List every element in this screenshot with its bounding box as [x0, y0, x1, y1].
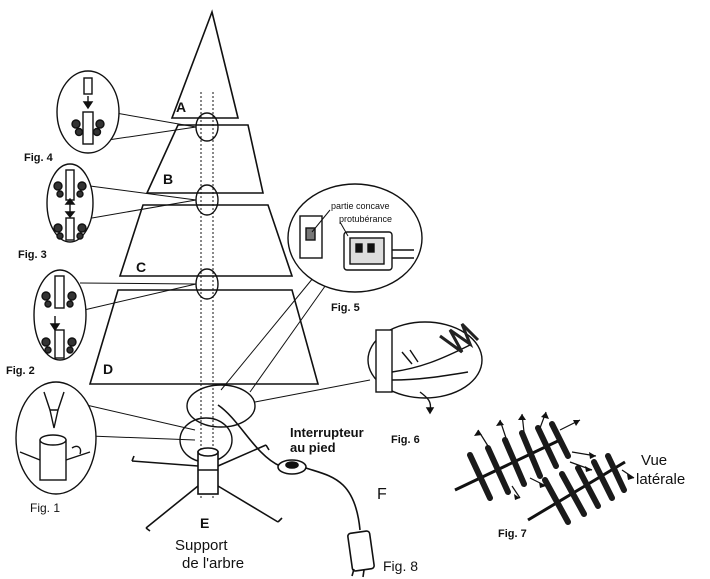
fig5-detail	[287, 183, 423, 293]
tree-sections	[88, 9, 320, 385]
protrusion-label: protubérance	[339, 214, 392, 224]
fig4-detail	[56, 70, 120, 154]
section-b-label: B	[163, 171, 173, 187]
fig6-detail	[367, 321, 483, 415]
fig2-detail	[33, 269, 87, 361]
section-d-label: D	[103, 361, 113, 377]
side-view-label-line1: Vue	[641, 452, 667, 469]
section-d-shape	[88, 289, 320, 385]
section-a-shape	[170, 9, 240, 119]
leader-lines	[79, 111, 371, 441]
section-e-label: E	[200, 515, 209, 531]
foot-switch-cable	[217, 404, 375, 578]
labels: A B C D E F Fig. 4 Fig. 3 Fig. 2 Fig. 1 …	[6, 99, 685, 574]
fig1-label: Fig. 1	[30, 501, 60, 515]
joint-ellipses	[179, 112, 256, 463]
concave-part-label: partie concave	[331, 201, 390, 211]
section-c-label: C	[136, 259, 146, 275]
section-a-label: A	[176, 99, 186, 115]
fig6-label: Fig. 6	[391, 434, 420, 446]
fig8-label: Fig. 8	[383, 558, 418, 574]
fig7-branches	[454, 411, 635, 525]
section-f-label: F	[377, 486, 387, 503]
stand-label-line1: Support	[175, 537, 228, 554]
foot-switch-label-line2: au pied	[290, 440, 336, 455]
fig7-label: Fig. 7	[498, 528, 527, 540]
stand-label-line2: de l'arbre	[182, 555, 244, 572]
fig5-label: Fig. 5	[331, 302, 360, 314]
tree-stand	[131, 444, 283, 532]
foot-switch-label-line1: Interrupteur	[290, 425, 364, 440]
fig3-detail	[46, 163, 94, 243]
side-view-label-line2: latérale	[636, 471, 685, 488]
section-c-shape	[118, 204, 294, 277]
fig4-label: Fig. 4	[24, 152, 54, 164]
fig2-label: Fig. 2	[6, 365, 35, 377]
section-b-shape	[145, 124, 264, 194]
fig3-label: Fig. 3	[18, 249, 47, 261]
fig1-detail	[15, 381, 97, 495]
